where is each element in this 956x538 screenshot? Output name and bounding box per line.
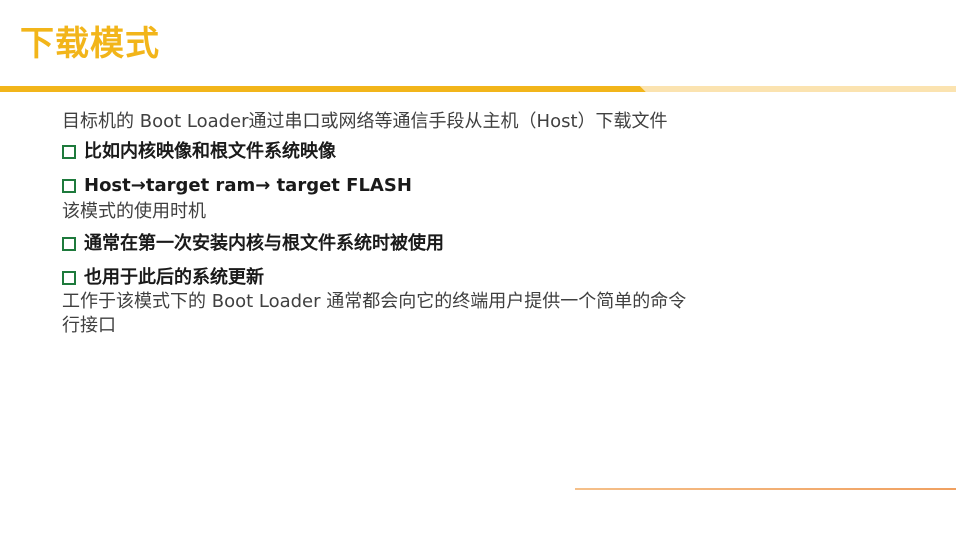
square-bullet-icon <box>62 237 76 251</box>
right-arrow-icon: → <box>130 175 146 196</box>
title-bar-primary <box>0 86 646 92</box>
flow-target-ram: target ram <box>145 175 256 196</box>
bullet-text: 也用于此后的系统更新 <box>84 267 264 288</box>
square-bullet-icon <box>62 145 76 159</box>
bullet-item: 也用于此后的系统更新 <box>62 266 782 290</box>
intro-text: 目标机的 Boot Loader通过串口或网络等通信手段从主机（Host）下载文… <box>62 111 668 132</box>
bullet-text: 比如内核映像和根文件系统映像 <box>84 141 336 162</box>
bullet-text: 通常在第一次安装内核与根文件系统时被使用 <box>84 233 444 254</box>
flow-host: Host <box>84 175 131 196</box>
closing-text-line-1: 工作于该模式下的 Boot Loader 通常都会向它的终端用户提供一个简单的命… <box>62 291 687 312</box>
square-bullet-icon <box>62 179 76 193</box>
slide-title: 下载模式 <box>20 24 160 64</box>
bullet-item: 比如内核映像和根文件系统映像 <box>62 140 782 164</box>
footer-decorative-line <box>575 488 956 490</box>
square-bullet-icon <box>62 271 76 285</box>
title-underline-bar <box>0 86 956 92</box>
usage-heading: 该模式的使用时机 <box>62 201 206 222</box>
flow-target-flash: target FLASH <box>270 175 412 196</box>
bullet-item-flow: Host → target ram → target FLASH <box>62 174 782 198</box>
closing-text-line-2: 行接口 <box>62 315 116 336</box>
slide-body: 目标机的 Boot Loader通过串口或网络等通信手段从主机（Host）下载文… <box>62 110 782 338</box>
bullet-item: 通常在第一次安装内核与根文件系统时被使用 <box>62 232 782 256</box>
title-bar-secondary <box>640 86 956 92</box>
right-arrow-icon: → <box>255 175 271 196</box>
